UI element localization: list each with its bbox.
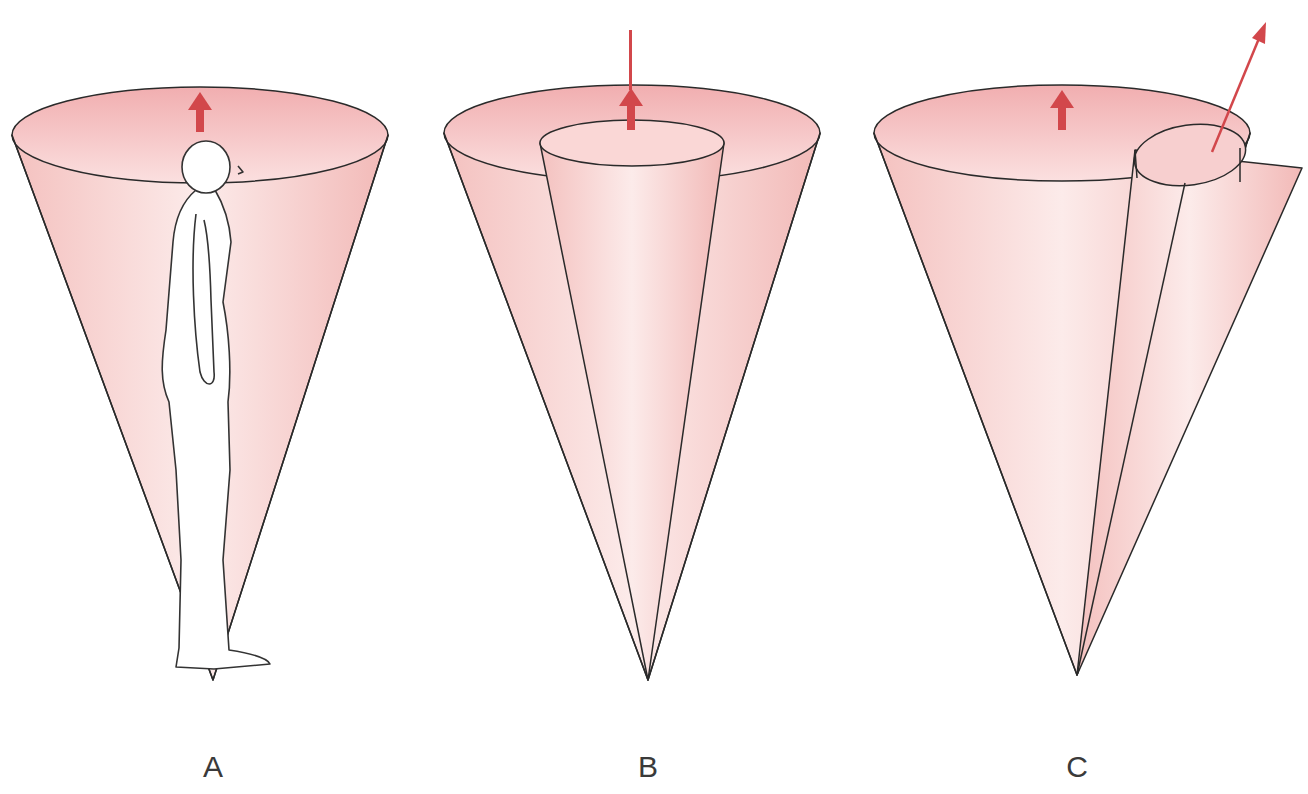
tilted-axis-arrow: [1212, 22, 1266, 152]
panel-letter: C: [1066, 752, 1088, 782]
cone-a: [12, 87, 388, 680]
axis-arrow: [188, 92, 212, 132]
cone-b: [444, 30, 820, 680]
axis-arrow: [619, 30, 643, 130]
human-figure: [162, 141, 270, 669]
panel-letter: B: [638, 752, 658, 782]
panel-letter: A: [203, 752, 223, 782]
axis-arrow: [1050, 90, 1074, 130]
cone-c: [874, 22, 1302, 675]
